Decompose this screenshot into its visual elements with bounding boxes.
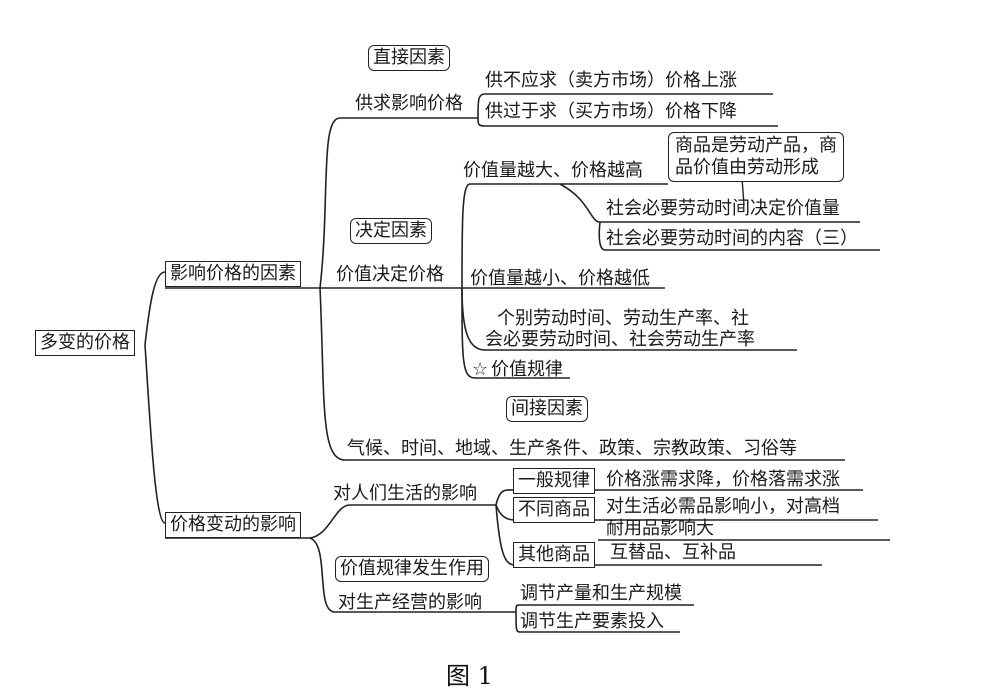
- indirect-factor-tag: 间接因素: [506, 396, 588, 422]
- diff-goods-line-2: 耐用品影响大: [606, 518, 714, 539]
- callout-line-1: 商品是劳动产品，商: [675, 135, 837, 156]
- effects-node: 价格变动的影响: [165, 512, 301, 538]
- callout-line-2: 品价值由劳动形成: [675, 157, 819, 178]
- social-time-determines-label: 社会必要劳动时间决定价值量: [606, 198, 840, 219]
- production-scale-label: 调节产量和生产规模: [520, 583, 682, 604]
- indirect-items-label: 气候、时间、地域、生产条件、政策、宗教政策、习俗等: [347, 438, 797, 459]
- value-law-effect-tag: 价值规律发生作用: [335, 556, 489, 582]
- factors-node: 影响价格的因素: [165, 261, 301, 287]
- social-time-content-label: 社会必要劳动时间的内容（三）: [606, 228, 858, 249]
- direct-factor-tag: 直接因素: [368, 45, 450, 71]
- supply-surplus-label: 供过于求（买方市场）价格下降: [485, 101, 737, 122]
- supply-demand-label: 供求影响价格: [355, 93, 463, 114]
- value-determines-label: 价值决定价格: [336, 264, 444, 285]
- root-node: 多变的价格: [35, 330, 135, 356]
- star-icon: ☆: [472, 359, 489, 380]
- diff-goods-line-1: 对生活必需品影响小，对高档: [606, 496, 840, 517]
- on-life-label: 对人们生活的影响: [333, 483, 477, 504]
- labor-product-callout: 商品是劳动产品，商 品价值由劳动形成: [668, 132, 844, 182]
- figure-caption: 图 1: [446, 662, 493, 690]
- relation-line-2: 会必要劳动时间、社会劳动生产率: [485, 329, 755, 350]
- decisive-factor-tag: 决定因素: [350, 218, 432, 244]
- other-goods-tag: 其他商品: [513, 542, 595, 568]
- general-rule-tag: 一般规律: [513, 468, 595, 494]
- other-goods-label: 互替品、互补品: [610, 542, 736, 563]
- supply-shortage-label: 供不应求（卖方市场）价格上涨: [485, 70, 737, 91]
- general-rule-label: 价格涨需求降，价格落需求涨: [606, 469, 840, 490]
- value-lower-label: 价值量越小、价格越低: [470, 268, 650, 289]
- value-higher-label: 价值量越大、价格越高: [463, 160, 643, 181]
- production-input-label: 调节生产要素投入: [520, 611, 664, 632]
- value-law-label: 价值规律: [491, 359, 563, 380]
- relation-line-1: 个别劳动时间、劳动生产率、社: [497, 308, 749, 329]
- on-production-label: 对生产经营的影响: [338, 592, 482, 613]
- diff-goods-tag: 不同商品: [513, 497, 595, 523]
